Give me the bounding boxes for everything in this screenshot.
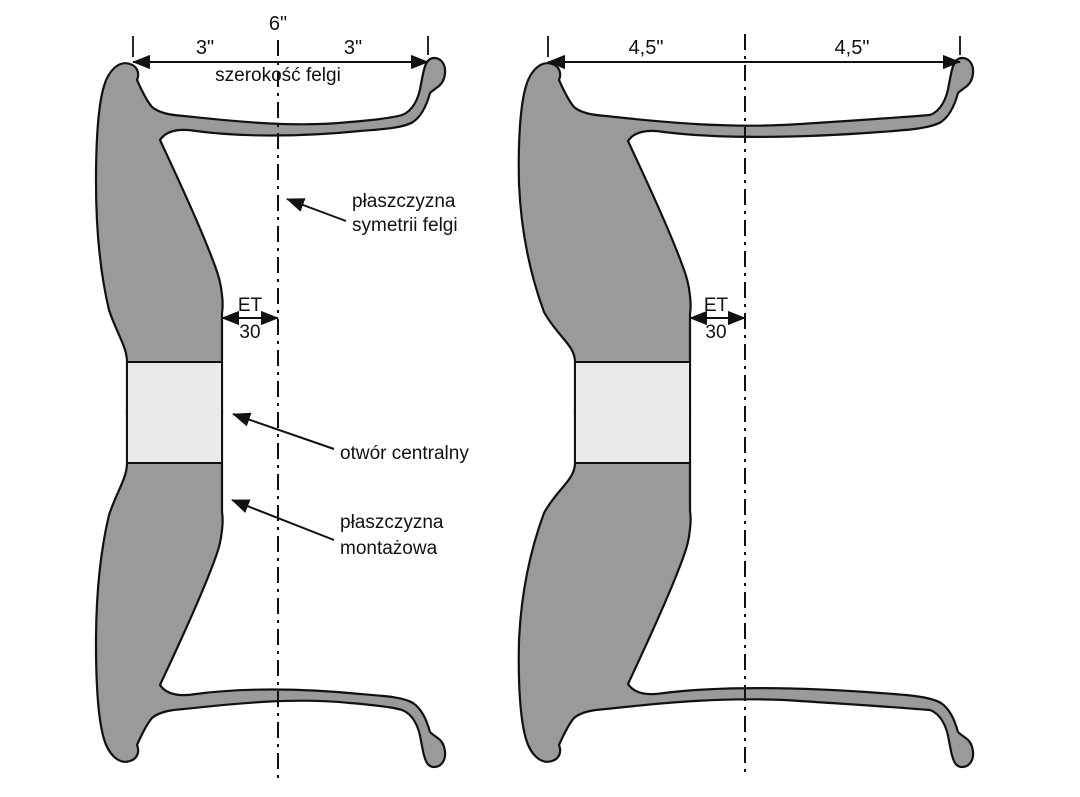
offset-label: ET xyxy=(704,295,729,316)
left-wheel-offset-dimension: ET 30 xyxy=(221,295,279,343)
mounting-plane-label-line1: płaszczyzna xyxy=(340,512,444,533)
leader-arrow xyxy=(286,198,347,222)
right-wheel-offset-dimension: ET 30 xyxy=(689,295,746,343)
half-width-left-value: 4,5" xyxy=(629,37,664,59)
right-wheel-lower-profile xyxy=(517,409,975,769)
symmetry-plane-label-line2: symetrii felgi xyxy=(352,215,458,236)
total-width-value: 6" xyxy=(269,13,287,35)
half-width-left-value: 3" xyxy=(196,37,214,59)
right-wheel-center-bore xyxy=(574,361,691,464)
right-wheel-width-dimension: 4,5" 4,5" xyxy=(547,36,961,70)
symmetry-plane-annotation: płaszczyzna symetrii felgi xyxy=(286,191,458,236)
half-width-right-value: 4,5" xyxy=(835,37,870,59)
offset-value: 30 xyxy=(705,322,726,343)
symmetry-plane-label-line1: płaszczyzna xyxy=(352,191,456,212)
left-wheel-section xyxy=(94,56,447,769)
left-wheel-width-dimension: 6" 3" 3" szerokość felgi xyxy=(132,13,429,86)
central-hole-label: otwór centralny xyxy=(340,443,469,464)
half-width-right-value: 3" xyxy=(344,37,362,59)
rim-width-caption: szerokość felgi xyxy=(215,65,341,86)
mounting-plane-annotation: płaszczyzna montażowa xyxy=(231,499,444,559)
central-hole-annotation: otwór centralny xyxy=(232,412,469,464)
mounting-plane-label-line2: montażowa xyxy=(340,538,438,559)
leader-arrow xyxy=(232,412,335,450)
offset-value: 30 xyxy=(239,322,260,343)
right-wheel-section xyxy=(517,56,975,769)
left-wheel-center-bore xyxy=(126,361,223,464)
left-wheel-lower-profile xyxy=(94,409,447,769)
leader-arrow xyxy=(231,499,335,541)
offset-label: ET xyxy=(238,295,263,316)
